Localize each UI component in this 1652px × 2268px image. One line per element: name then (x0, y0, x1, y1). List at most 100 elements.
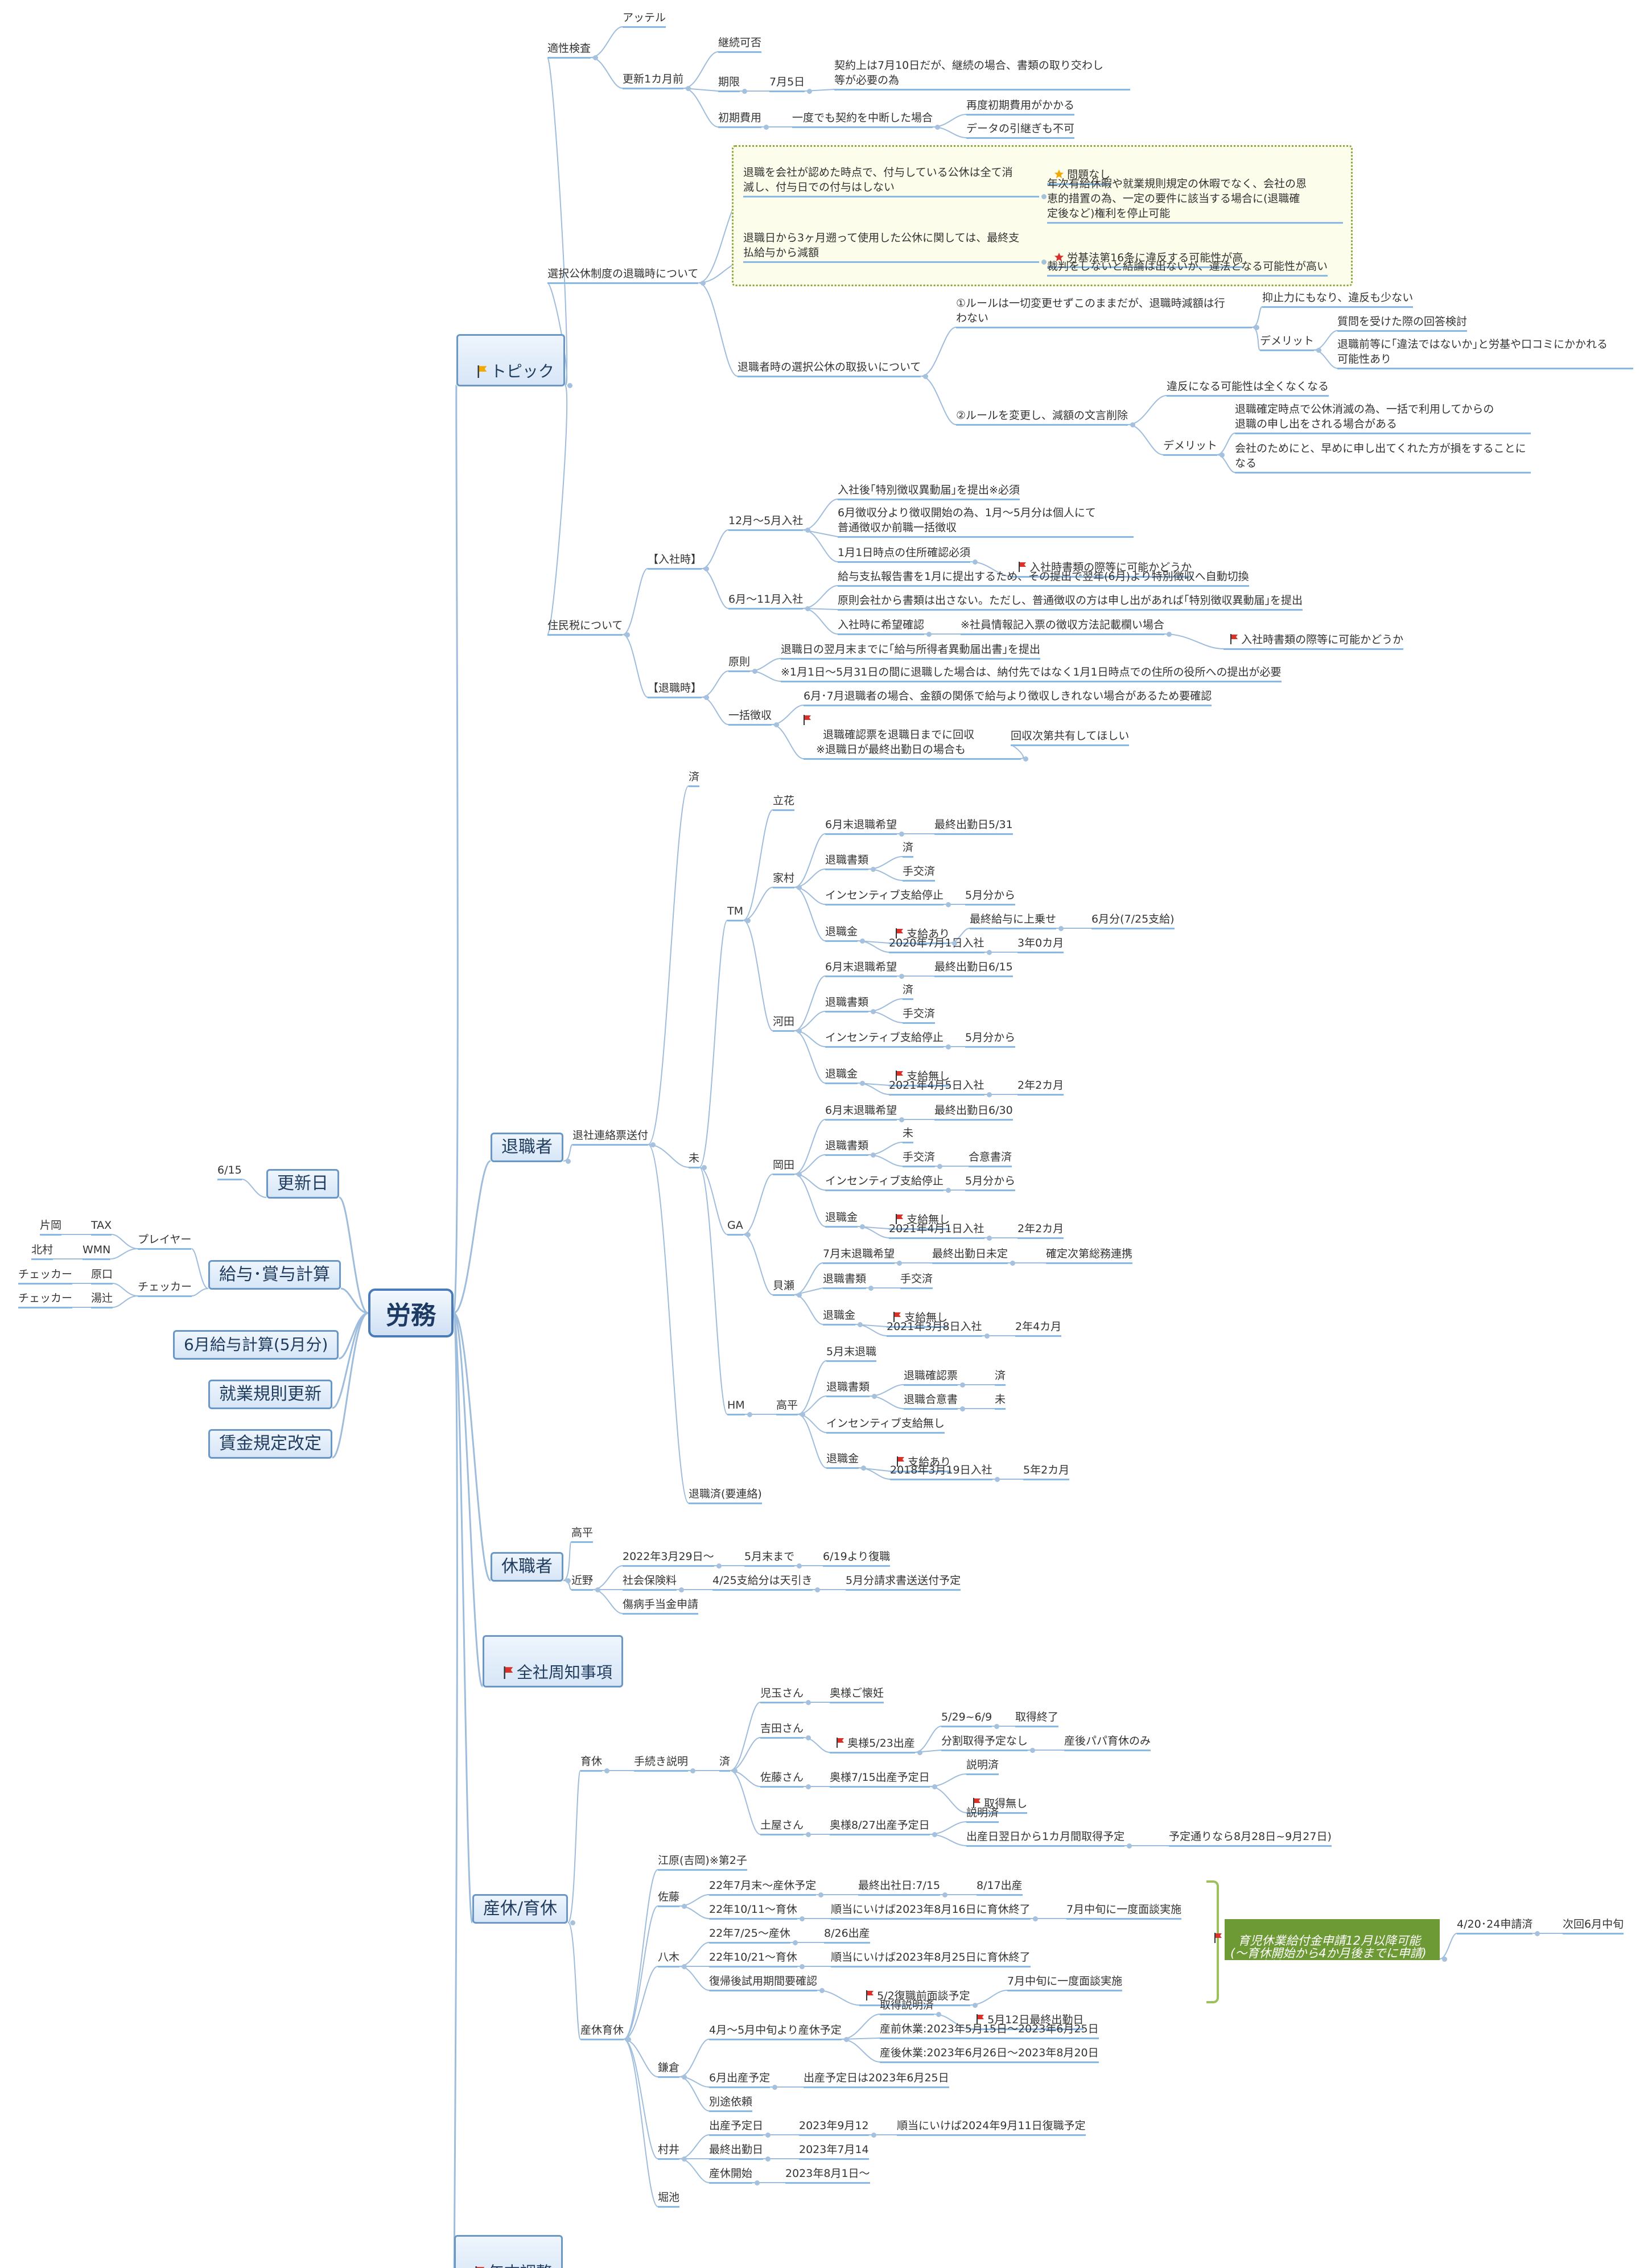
tachibana[interactable]: 立花 (773, 793, 795, 811)
hope[interactable]: 入社時に希望確認 (838, 618, 925, 635)
collapse-dot[interactable] (716, 1563, 722, 1569)
main-payroll[interactable]: 給与･賞与計算 (208, 1260, 341, 1290)
collapse-dot[interactable] (595, 1587, 601, 1592)
collapse-dot[interactable] (625, 632, 631, 637)
ok-severance[interactable]: 退職金 (825, 1210, 858, 1228)
renew[interactable]: 更新1カ月前 (623, 72, 684, 89)
ehara[interactable]: 江原(吉岡)※第2子 (658, 1853, 747, 1871)
collapse-dot[interactable] (871, 1152, 876, 1158)
collapse-dot[interactable] (899, 832, 905, 837)
collapse-dot[interactable] (994, 1724, 1000, 1729)
collapse-dot[interactable] (701, 281, 706, 286)
yoshida[interactable]: 吉田さん (760, 1721, 804, 1739)
early[interactable]: 会社のためにと、早めに申し出てくれた方が損をすることに なる (1235, 441, 1531, 474)
court[interactable]: 裁判をしないと結論は出ないが、違法となる可能性が高い (1047, 259, 1328, 277)
collapse-dot[interactable] (806, 1784, 811, 1789)
kai-docs[interactable]: 退職書類 (823, 1271, 867, 1289)
collapse-dot[interactable] (679, 1587, 685, 1592)
leave-return[interactable]: 6/19より復職 (823, 1549, 891, 1567)
collapse-dot[interactable] (765, 2133, 771, 2138)
collapse-dot[interactable] (792, 1940, 798, 1945)
collapse-dot[interactable] (860, 939, 866, 944)
explain-done[interactable]: 済 (719, 1754, 731, 1772)
collapse-dot[interactable] (797, 1563, 802, 1569)
collapse-dot[interactable] (752, 669, 758, 674)
collapse-dot[interactable] (899, 974, 905, 979)
collapse-dot[interactable] (745, 918, 751, 923)
collapse-dot[interactable] (1130, 422, 1136, 427)
ta-years[interactable]: 5年2カ月 (1023, 1463, 1070, 1480)
annual-leave[interactable]: 年次有給休暇や就業規則規定の休暇でなく、会社の恩 恵的措置の為、一定の要件に該当… (1047, 176, 1343, 224)
sato-w[interactable]: 奥様7/15出産予定日 (830, 1770, 930, 1788)
doya-plan[interactable]: 出産日翌日から1カ月間取得予定 (966, 1829, 1125, 1847)
ie-jun[interactable]: 6月分(7/25支給) (1091, 912, 1175, 929)
ta-join[interactable]: 2018年3月19日入社 (890, 1463, 992, 1480)
collapse-dot[interactable] (732, 1768, 738, 1773)
y-pre[interactable]: 22年7/25～産休 (709, 1926, 790, 1944)
aptitude[interactable]: 適性検査 (547, 41, 591, 59)
data-lost[interactable]: データの引継ぎも不可 (966, 121, 1075, 139)
ka-join[interactable]: 2021年4月5日入社 (889, 1078, 984, 1096)
collapse-dot[interactable] (797, 1172, 802, 1177)
mass-use[interactable]: 退職確定時点で公休消滅の為、一括で利用してからの 退職の申し出をされる場合がある (1235, 402, 1531, 434)
collapse-dot[interactable] (960, 1406, 966, 1411)
k-last[interactable]: 5月12日最終出勤日 (970, 1998, 1084, 2030)
ka-end[interactable]: 6月末退職希望 (825, 960, 897, 977)
prev[interactable]: 原則会社から書類は出さない。ただし、普通徴収の方は申し出があれば｢特別徴収異動届… (838, 593, 1303, 611)
ie-severance[interactable]: 退職金 (825, 924, 858, 942)
collapse-dot[interactable] (871, 2133, 876, 2138)
kitamura[interactable]: 北村 (31, 1242, 53, 1260)
collapse-dot[interactable] (772, 2085, 778, 2090)
collapse-dot[interactable] (1535, 1931, 1540, 1936)
collapse-dot[interactable] (774, 722, 780, 727)
ka-docs-done[interactable]: 済 (903, 982, 914, 1000)
ta-incentive[interactable]: インセンティブ支給無し (826, 1416, 945, 1434)
leave-until[interactable]: 5月末まで (744, 1549, 795, 1567)
demerit-2[interactable]: デメリット (1163, 438, 1218, 456)
explain[interactable]: 手続き説明 (634, 1754, 689, 1772)
collapse-dot[interactable] (797, 1293, 802, 1298)
kodama[interactable]: 児玉さん (760, 1686, 804, 1703)
collapse-dot[interactable] (945, 1044, 951, 1049)
period[interactable]: 期限 (718, 75, 740, 92)
collapse-dot[interactable] (952, 941, 958, 946)
collapse-dot[interactable] (932, 1832, 937, 1837)
yoshida-taken[interactable]: 取得終了 (1015, 1710, 1059, 1727)
collapse-dot[interactable] (799, 1964, 805, 1969)
leave-from[interactable]: 2022年3月29日～ (623, 1549, 714, 1567)
collapse-dot[interactable] (566, 1159, 571, 1164)
collapse-dot[interactable] (593, 55, 599, 60)
sankyu[interactable]: 産休育休 (580, 2023, 624, 2040)
collapse-dot[interactable] (861, 1466, 867, 1471)
handling[interactable]: 退職者時の選択公休の取扱いについて (738, 360, 921, 377)
ka-none[interactable]: 支給無し (889, 1054, 950, 1086)
collapse-dot[interactable] (972, 2003, 978, 2008)
jan1[interactable]: 1月1日時点の住所確認必須 (838, 545, 971, 563)
sato-explained[interactable]: 説明済 (966, 1757, 999, 1775)
collapse-dot[interactable] (566, 1578, 571, 1583)
leave-time[interactable]: 【退職時】 (648, 681, 702, 698)
again[interactable]: 再度初期費用がかかる (966, 98, 1075, 116)
ie-incentive[interactable]: インセンティブ支給停止 (825, 888, 944, 905)
ta-confirm-done[interactable]: 済 (995, 1368, 1006, 1386)
main-topic[interactable]: トピック (456, 334, 565, 386)
collapse-dot[interactable] (764, 125, 769, 130)
collapse-dot[interactable] (935, 125, 941, 130)
ie-from[interactable]: 5月分から (965, 888, 1016, 905)
murai[interactable]: 村井 (658, 2142, 680, 2160)
ok-join[interactable]: 2021年4月1日入社 (889, 1221, 984, 1239)
collapse-dot[interactable] (937, 1164, 943, 1169)
next-june[interactable]: 次回6月中旬 (1563, 1917, 1624, 1934)
y-meet[interactable]: 5/2復職前面談予定 (859, 1974, 970, 2006)
y-ik[interactable]: 22年10/21～育休 (709, 1950, 797, 1967)
collect-share[interactable]: 回収次第共有してほしい (1011, 728, 1130, 746)
collapse-dot[interactable] (1041, 194, 1047, 199)
role-player[interactable]: プレイヤー (138, 1232, 192, 1250)
note-2[interactable]: 退職日から3ヶ月遡って使用した公休に関しては、最終支 払給与から減額 (743, 230, 1039, 263)
collapse-dot[interactable] (923, 374, 929, 379)
collapse-dot[interactable] (800, 1412, 806, 1417)
collapse-dot[interactable] (860, 1081, 866, 1086)
main-yearend[interactable]: 年末調整 (454, 2235, 563, 2268)
ka-years[interactable]: 2年2カ月 (1017, 1078, 1064, 1096)
note-1[interactable]: 退職を会社が認めた時点で、付与している公休は全て消 滅し、付与日での付与はしない (743, 165, 1039, 197)
